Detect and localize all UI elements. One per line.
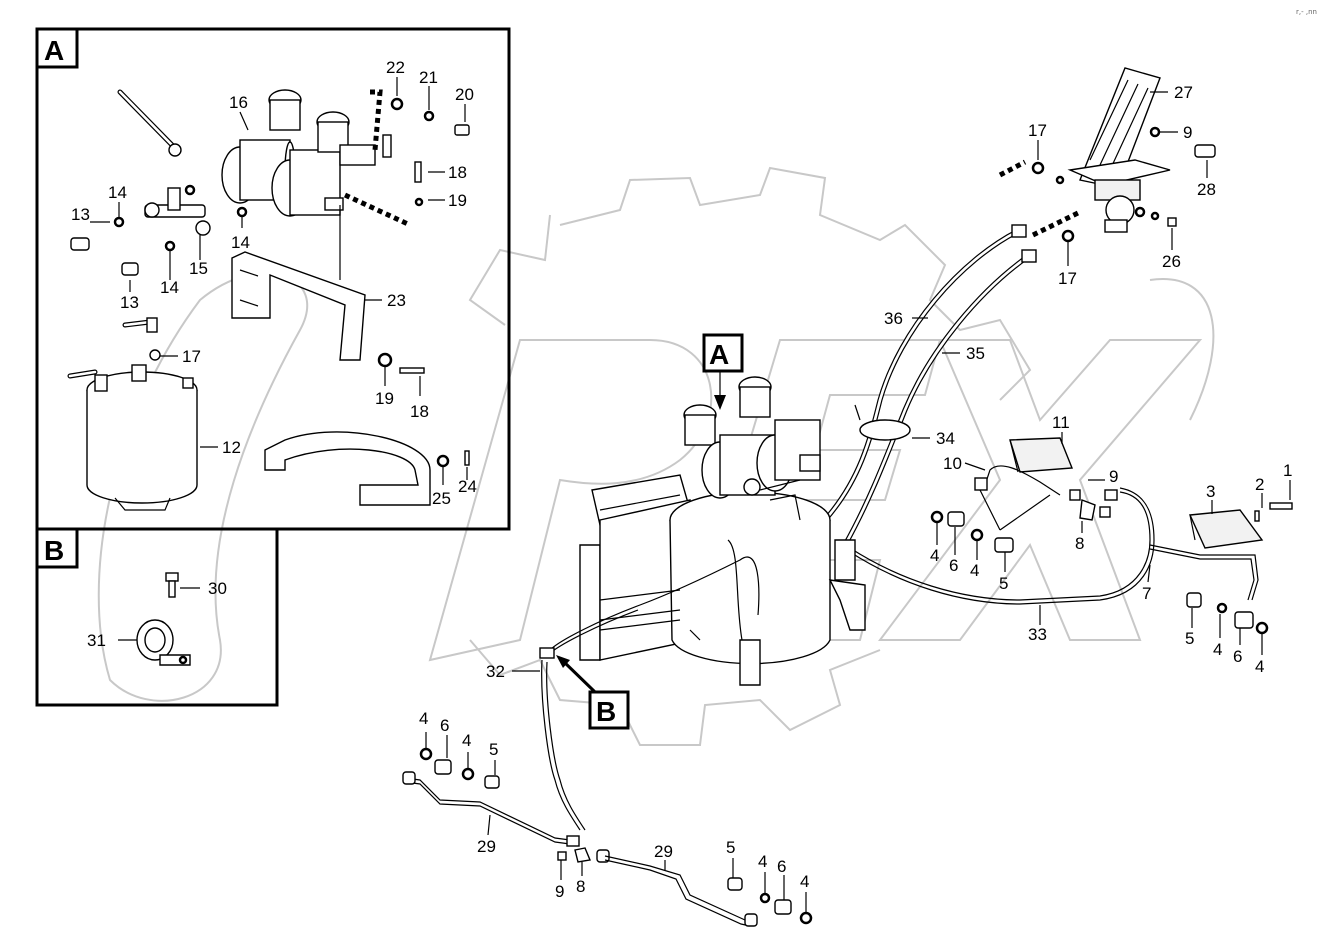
callout-4: 4 (930, 546, 939, 565)
callout-3: 3 (1206, 482, 1215, 501)
callout-28: 28 (1197, 180, 1216, 199)
marker-b-label: B (596, 696, 616, 727)
callout-14: 14 (231, 233, 250, 252)
detail-b-label: B (44, 535, 64, 566)
callout-4: 4 (462, 731, 471, 750)
callout-8: 8 (1075, 534, 1084, 553)
callout-10: 10 (943, 454, 962, 473)
marker-a-label: A (709, 339, 729, 370)
callout-18: 18 (448, 163, 467, 182)
callout-29: 29 (477, 837, 496, 856)
detail-view-a: A (35, 27, 511, 531)
main-assembly: A B (402, 67, 1293, 927)
callout-24: 24 (458, 477, 477, 496)
callout-29: 29 (654, 842, 673, 861)
detail-a-label: A (44, 35, 64, 66)
callout-22: 22 (386, 58, 405, 77)
callout-4: 4 (970, 561, 979, 580)
callout-13: 13 (120, 293, 139, 312)
callout-32: 32 (486, 662, 505, 681)
callout-13: 13 (71, 205, 90, 224)
callout-1: 1 (1283, 461, 1292, 480)
callout-5: 5 (999, 574, 1008, 593)
callout-14: 14 (160, 278, 179, 297)
detail-view-b: B 30 31 (35, 527, 279, 707)
callout-14: 14 (108, 183, 127, 202)
callout-12: 12 (222, 438, 241, 457)
callout-16: 16 (229, 93, 248, 112)
callout-36: 36 (884, 309, 903, 328)
corner-mark: r,- ,nn (1296, 8, 1317, 16)
callout-2: 2 (1255, 475, 1264, 494)
callout-17: 17 (182, 347, 201, 366)
callout-34: 34 (936, 429, 955, 448)
callout-4: 4 (1213, 640, 1222, 659)
callout-8: 8 (576, 877, 585, 896)
callout-4: 4 (1255, 657, 1264, 676)
callout-30: 30 (208, 579, 227, 598)
callout-6: 6 (1233, 647, 1242, 666)
callout-26: 26 (1162, 252, 1181, 271)
callout-15: 15 (189, 259, 208, 278)
callout-35: 35 (966, 344, 985, 363)
callout-6: 6 (777, 857, 786, 876)
callout-5: 5 (489, 740, 498, 759)
callout-4: 4 (758, 852, 767, 871)
callout-20: 20 (455, 85, 474, 104)
callout-6: 6 (949, 556, 958, 575)
callout-17: 17 (1058, 269, 1077, 288)
callout-23: 23 (387, 291, 406, 310)
callout-4: 4 (800, 872, 809, 891)
callout-11: 11 (1052, 413, 1070, 432)
callout-19: 19 (448, 191, 467, 210)
callout-33: 33 (1028, 625, 1047, 644)
callout-31: 31 (87, 631, 106, 650)
callout-4: 4 (419, 709, 428, 728)
callout-18: 18 (410, 402, 429, 421)
callout-17: 17 (1028, 121, 1047, 140)
callout-21: 21 (419, 68, 438, 87)
callout-25: 25 (432, 489, 451, 508)
callout-7: 7 (1142, 584, 1151, 603)
callout-27: 27 (1174, 83, 1193, 102)
callout-9: 9 (555, 882, 564, 901)
callout-9: 9 (1109, 467, 1118, 486)
callout-6: 6 (440, 716, 449, 735)
callout-5: 5 (1185, 629, 1194, 648)
callout-9: 9 (1183, 123, 1192, 142)
callout-19: 19 (375, 389, 394, 408)
callout-5: 5 (726, 838, 735, 857)
